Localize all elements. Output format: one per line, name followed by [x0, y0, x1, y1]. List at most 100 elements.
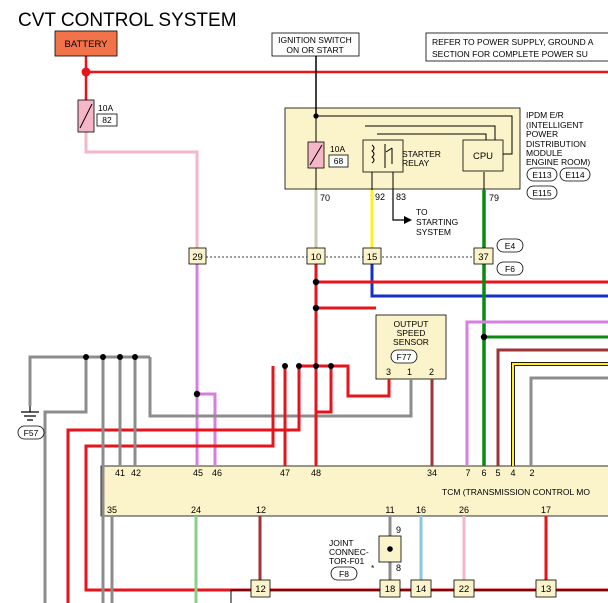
conn-f8: F8 — [339, 569, 349, 579]
wire-blue-15 — [370, 264, 608, 298]
tcm-pin-2: 2 — [529, 468, 534, 478]
ground-icon — [21, 406, 39, 421]
splice-gray-2 — [100, 354, 106, 360]
fuse-68-slash — [309, 144, 323, 166]
fuse-68-num-box — [328, 154, 349, 168]
tcm-pin-4: 4 — [510, 468, 515, 478]
refer-note-box — [425, 32, 608, 62]
relay-switch-icon — [384, 144, 393, 168]
ipdm-label-4: DISTRIBUTION — [526, 139, 586, 149]
bottom-box-14 — [410, 579, 432, 598]
connector-29-label: 29 — [192, 252, 203, 263]
battery-label: BATTERY — [65, 39, 109, 50]
bottom-box-13-label: 13 — [541, 584, 552, 595]
tcm-pin-7: 7 — [465, 468, 470, 478]
splice-gray-4 — [132, 354, 138, 360]
tcm-pin-12: 12 — [256, 505, 266, 515]
bottom-box-18-label: 18 — [385, 584, 396, 595]
ipdm-label-3: POWER — [526, 129, 558, 139]
conn-e4-oval — [496, 238, 524, 253]
connector-10-label: 10 — [311, 252, 322, 263]
splice-red-2 — [312, 304, 320, 312]
ignition-switch-box — [271, 32, 360, 57]
tcm-pin-34: 34 — [427, 468, 437, 478]
conn-f6-oval — [496, 261, 524, 276]
splice-red-4 — [296, 363, 302, 369]
ipdm-pin-70: 70 — [320, 193, 330, 203]
bottom-box-12-label: 12 — [255, 584, 266, 595]
tcm-pin-16: 16 — [416, 505, 426, 515]
bottom-box-14-label: 14 — [416, 584, 427, 595]
wire-brown-tcm5 — [496, 348, 608, 466]
wire-pink-fuse82 — [84, 132, 199, 248]
wire-violet-tcm7 — [465, 320, 608, 466]
sensor-pin-3: 3 — [386, 367, 391, 377]
ipdm-pin-79: 79 — [489, 193, 499, 203]
joint-label-line3: TOR-F01 — [329, 556, 365, 566]
fuse-82-num: 82 — [102, 115, 112, 125]
joint-label-star: * — [371, 563, 375, 573]
wire-gray-ground-bus — [28, 355, 150, 406]
joint-pin-9: 9 — [396, 525, 401, 535]
bottom-box-22 — [453, 579, 475, 598]
sensor-pin-2: 2 — [429, 367, 434, 377]
joint-pin-8: 8 — [396, 563, 401, 573]
wire-violet-46 — [197, 392, 217, 466]
ipdm-pin-92: 92 — [375, 192, 385, 202]
tcm-pin-26: 26 — [459, 505, 469, 515]
ipdm-label-1: IPDM E/R — [526, 110, 564, 120]
joint-connector-dot — [387, 546, 393, 552]
connector-box-15 — [362, 247, 382, 265]
relay-coil-icon — [371, 144, 375, 164]
starter-relay-box — [362, 139, 404, 173]
tcm-module-box — [100, 465, 608, 517]
bottom-harness-line — [230, 589, 608, 603]
splice-gray-3 — [117, 354, 123, 360]
sensor-label-line2: SPEED — [397, 328, 426, 338]
splice-battery — [81, 67, 91, 77]
relay-label-line2: RELAY — [402, 158, 430, 168]
ipdm-label-2: (INTELLIGENT — [526, 120, 584, 130]
conn-e4: E4 — [505, 241, 516, 251]
conn-e113-oval — [526, 167, 558, 182]
starting-system-line2: STARTING — [416, 217, 458, 227]
wire-red-loop — [316, 366, 333, 414]
connector-15-label: 15 — [367, 252, 378, 263]
bottom-box-12 — [250, 579, 271, 598]
sensor-label-line1: OUTPUT — [394, 319, 429, 329]
ignition-label-line1: IGNITION SWITCH — [278, 35, 352, 45]
conn-e114: E114 — [565, 170, 584, 180]
splice-red-1 — [312, 278, 320, 286]
bottom-box-13 — [535, 579, 557, 598]
ipdm-pin-83: 83 — [396, 192, 406, 202]
cpu-box — [462, 139, 504, 172]
joint-label-line1: JOINT — [329, 538, 354, 548]
conn-f6: F6 — [505, 264, 515, 274]
connector-box-29 — [188, 247, 207, 265]
connector-37-label: 37 — [478, 252, 489, 263]
fuse-68-num: 68 — [334, 156, 344, 166]
splice-ipdm — [313, 113, 319, 119]
tcm-pin-17: 17 — [541, 505, 551, 515]
refer-note-line2: SECTION FOR COMPLETE POWER SU — [432, 49, 588, 59]
tcm-pin-35: 35 — [107, 505, 117, 515]
splice-red-6 — [328, 363, 334, 369]
wire-yellow-tcm4 — [511, 362, 608, 466]
refer-note-line1: REFER TO POWER SUPPLY, GROUND A — [432, 37, 594, 47]
ipdm-label-5: MODULE — [526, 148, 563, 158]
relay-label-line1: STARTER — [402, 149, 441, 159]
tcm-pin-45: 45 — [193, 468, 203, 478]
sensor-pin-1: 1 — [407, 367, 412, 377]
conn-e115-oval — [526, 185, 558, 200]
tcm-pin-5: 5 — [495, 468, 500, 478]
wire-gray-drop-1 — [43, 357, 88, 603]
tcm-pin-6: 6 — [481, 468, 486, 478]
ignition-label-line2: ON OR START — [286, 45, 343, 55]
wire-black-83 — [392, 190, 406, 221]
arrow-to-starting — [404, 216, 412, 224]
wire-gray-sensor1 — [148, 357, 413, 418]
wire-gray-tcm2 — [529, 376, 608, 466]
conn-f77-oval — [390, 349, 418, 364]
tcm-pin-46: 46 — [212, 468, 222, 478]
